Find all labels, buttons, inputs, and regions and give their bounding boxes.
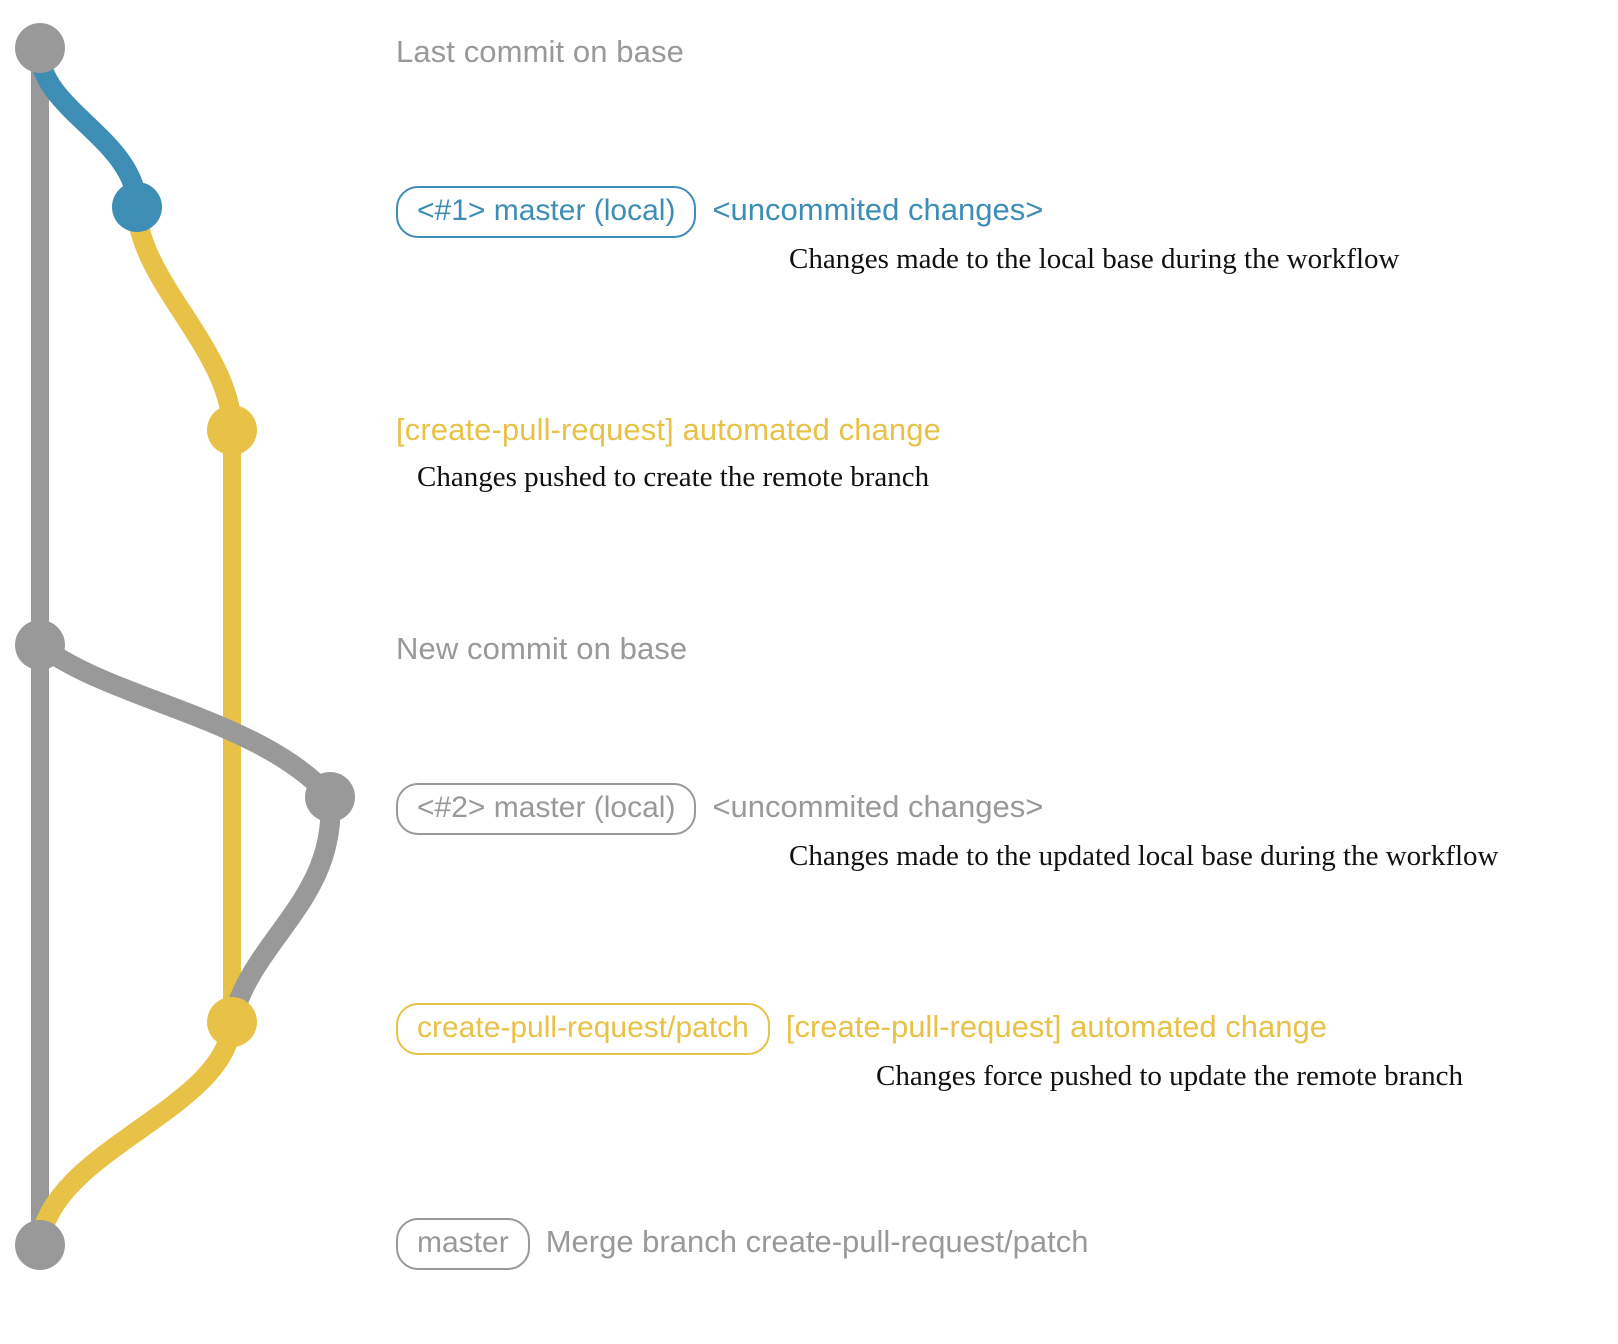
heading-automated-change-1: [create-pull-request] automated change (396, 412, 941, 447)
commit-node-base-new[interactable] (15, 620, 65, 670)
row-new-commit-on-base: New commit on base (396, 631, 687, 667)
row-create-pull-request-patch: create-pull-request/patch [create-pull-r… (396, 1003, 1327, 1055)
heading-last-commit-on-base: Last commit on base (396, 34, 684, 69)
row-master-merge: master Merge branch create-pull-request/… (396, 1218, 1088, 1270)
commit-node-base-last[interactable] (15, 23, 65, 73)
commit-node-local-2[interactable] (305, 772, 355, 822)
row-automated-change-1: [create-pull-request] automated change (396, 412, 941, 448)
edge-basenew-to-local2 (30, 635, 340, 807)
badge-master[interactable]: master (396, 1218, 530, 1270)
subject-master-local-1: <uncommited changes> (712, 192, 1044, 227)
badge-create-pull-request-patch[interactable]: create-pull-request/patch (396, 1003, 770, 1055)
edge-local1-to-patch1 (127, 197, 242, 440)
description-master-local-1: Changes made to the local base during th… (789, 243, 1400, 275)
badge-master-local-1[interactable]: <#1> master (local) (396, 186, 697, 238)
heading-new-commit-on-base: New commit on base (396, 631, 688, 666)
description-create-pull-request-patch: Changes force pushed to update the remot… (876, 1060, 1464, 1092)
commit-node-merge[interactable] (15, 1220, 65, 1270)
commit-node-patch-2[interactable] (207, 997, 257, 1047)
row-last-commit-on-base: Last commit on base (396, 34, 684, 70)
edge-patch2-to-merge (30, 1012, 242, 1255)
subject-create-pull-request-patch: [create-pull-request] automated change (785, 1009, 1327, 1044)
subject-master-local-2: <uncommited changes> (712, 789, 1044, 824)
description-master-local-2: Changes made to the updated local base d… (789, 840, 1499, 872)
commit-node-patch-1[interactable] (207, 405, 257, 455)
badge-master-local-2[interactable]: <#2> master (local) (396, 783, 697, 835)
row-master-local-1: <#1> master (local) <uncommited changes> (396, 186, 1043, 238)
row-master-local-2: <#2> master (local) <uncommited changes> (396, 783, 1043, 835)
description-automated-change-1: Changes pushed to create the remote bran… (417, 461, 930, 493)
subject-master-merge: Merge branch create-pull-request/patch (545, 1224, 1089, 1259)
commit-node-local-1[interactable] (112, 182, 162, 232)
edge-local2-to-patch2 (222, 787, 341, 1032)
